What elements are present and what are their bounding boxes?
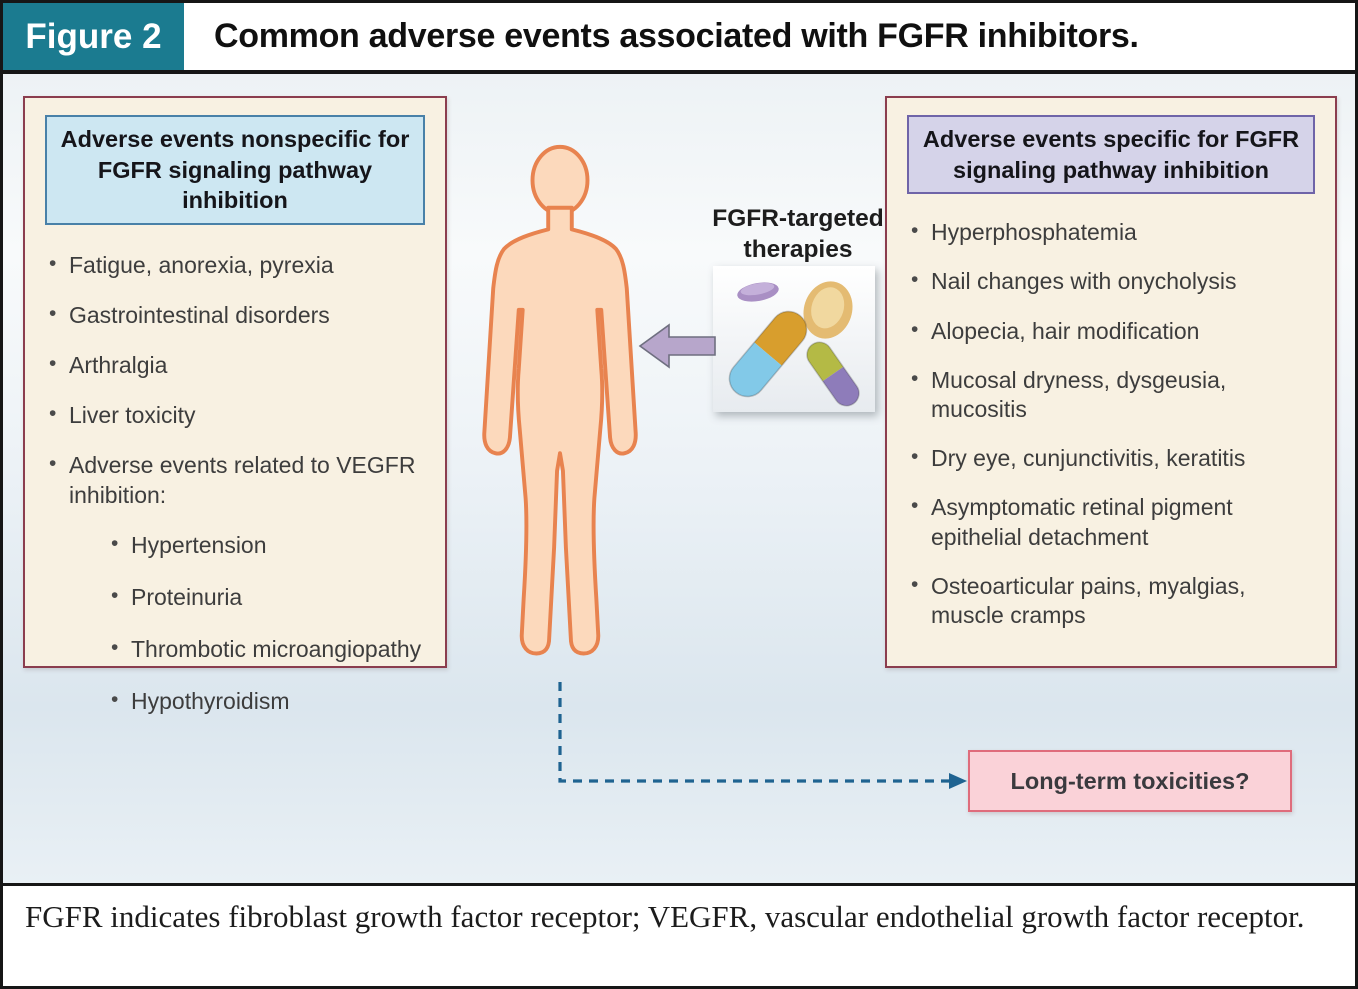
list-item: Asymptomatic retinal pigment epithelial … <box>911 493 1323 551</box>
list-item: Alopecia, hair modification <box>911 317 1323 346</box>
long-term-toxicities-label: Long-term toxicities? <box>1010 767 1250 794</box>
nonspecific-adverse-events-panel: Adverse events nonspecific for FGFR sign… <box>23 96 447 714</box>
list-item: Mucosal dryness, dysgeusia, mucositis <box>911 366 1323 424</box>
specific-panel-header: Adverse events specific for FGFR signali… <box>907 115 1315 195</box>
list-item: Liver toxicity <box>49 401 433 430</box>
list-item: Hypertension <box>111 531 433 560</box>
fgfr-targeted-therapies-label: FGFR-targeted therapies <box>712 205 884 263</box>
list-item: Osteoarticular pains, myalgias, muscle c… <box>911 572 1323 630</box>
list-item: Arthralgia <box>49 351 433 380</box>
human-body-icon <box>482 144 638 656</box>
specific-adverse-events-panel: Adverse events specific for FGFR signali… <box>885 96 1337 668</box>
figure-header: Figure 2 Common adverse events associate… <box>3 3 1355 70</box>
dashed-connector-arrow-icon <box>558 682 967 789</box>
figure-canvas: Adverse events nonspecific for FGFR sign… <box>3 74 1355 886</box>
figure-number-label: Figure 2 <box>3 3 184 70</box>
list-item: Hyperphosphatemia <box>911 218 1323 247</box>
footnote-text: FGFR indicates fibroblast growth factor … <box>25 899 1305 934</box>
figure-title: Common adverse events associated with FG… <box>214 17 1139 55</box>
list-item: Proteinuria <box>111 583 433 612</box>
nonspecific-adverse-events-list: Fatigue, anorexia, pyrexia Gastrointesti… <box>25 251 445 510</box>
list-item: Fatigue, anorexia, pyrexia <box>49 251 433 280</box>
list-item: Thrombotic microangiopathy <box>111 635 433 664</box>
pills-icon <box>713 266 875 412</box>
figure-footnote: FGFR indicates fibroblast growth factor … <box>3 883 1355 986</box>
header-divider <box>3 70 1355 74</box>
list-item: Gastrointestinal disorders <box>49 301 433 330</box>
nonspecific-panel-header: Adverse events nonspecific for FGFR sign… <box>45 115 425 225</box>
specific-adverse-events-list: Hyperphosphatemia Nail changes with onyc… <box>887 218 1335 630</box>
vegfr-sublist: Hypertension Proteinuria Thrombotic micr… <box>25 531 445 717</box>
long-term-toxicities-box: Long-term toxicities? <box>968 750 1292 812</box>
list-item: Dry eye, cunjunctivitis, keratitis <box>911 444 1323 473</box>
list-item: Adverse events related to VEGFR inhibiti… <box>49 451 433 509</box>
list-item: Nail changes with onycholysis <box>911 267 1323 296</box>
list-item: Hypothyroidism <box>111 687 433 716</box>
left-block-arrow-icon <box>638 323 716 369</box>
